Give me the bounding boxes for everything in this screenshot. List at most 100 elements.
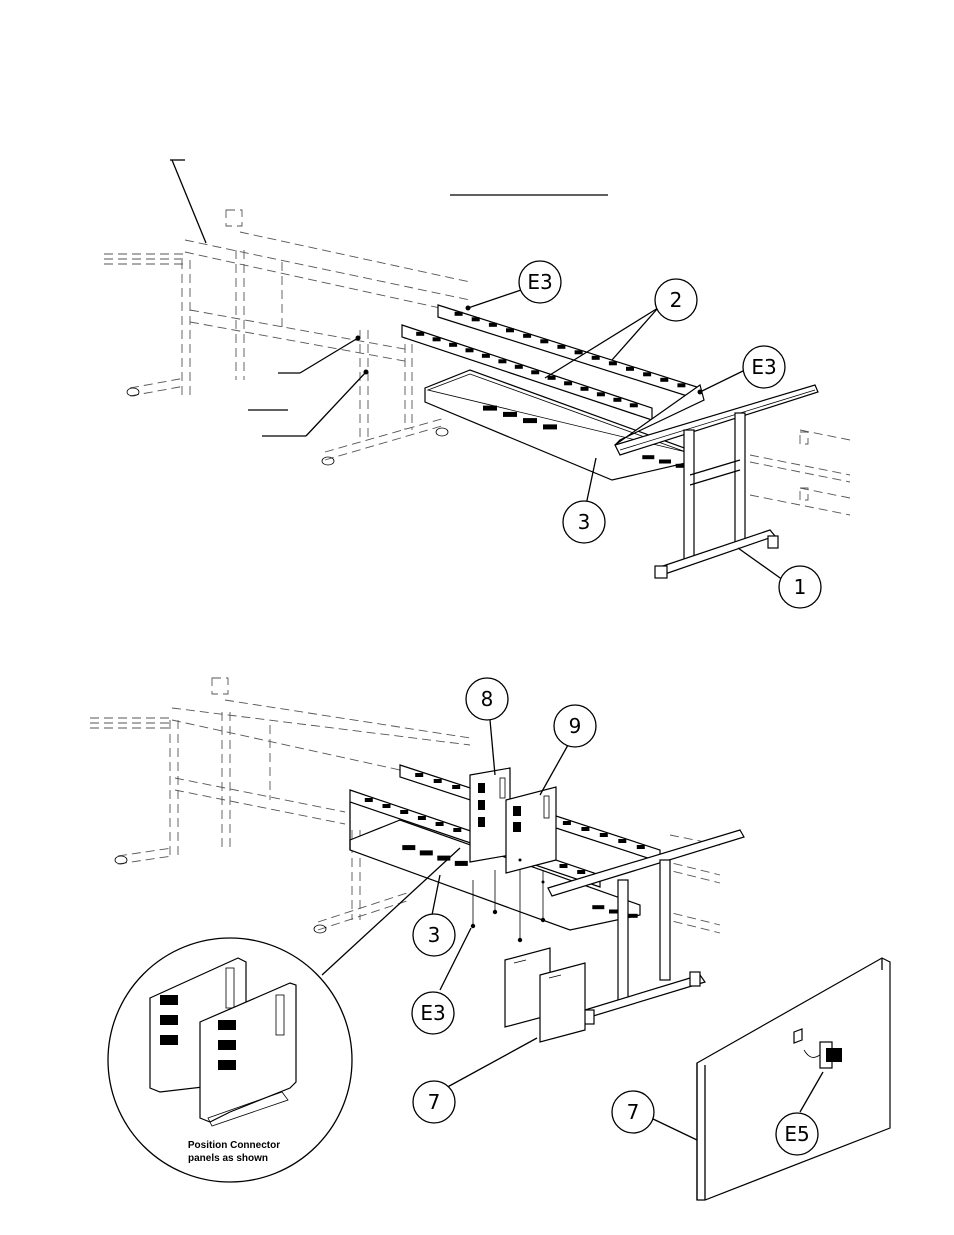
tray-slot (523, 418, 537, 424)
rail-slot (417, 816, 426, 820)
rail-slot (449, 342, 458, 347)
rail-slot (523, 333, 532, 338)
callout-2-top: 2 (654, 278, 698, 322)
detail-circle: Position Connector panels as shown (107, 937, 353, 1183)
callout-3-top: 3 (562, 500, 606, 544)
bottom-callout-leaders (321, 719, 824, 1141)
rail-slot (577, 870, 586, 874)
callout-e3-top-left: E3 (518, 260, 562, 304)
rail-slot (498, 359, 507, 364)
detail-note-line1: Position Connector (188, 1140, 280, 1151)
callout-e3-bottom: E3 (411, 991, 455, 1035)
callout-label: 7 (428, 1090, 441, 1114)
tray-slot (625, 913, 638, 918)
top-callout-leaders (465, 289, 784, 581)
callout-7-right: 7 (611, 1090, 655, 1134)
callout-label: E3 (420, 1001, 445, 1025)
tray-slot (543, 424, 557, 430)
screws-e3 (470, 858, 546, 943)
rail-slot (514, 364, 523, 369)
connector-panel-9 (505, 786, 557, 874)
callout-e5: E5 (775, 1112, 819, 1156)
rail-slot (416, 331, 425, 336)
callout-label: 7 (627, 1100, 640, 1124)
callout-e3-top-right: E3 (742, 345, 786, 389)
tray-slot (642, 455, 655, 460)
tray-slot (503, 411, 517, 417)
rail-slot (564, 381, 573, 386)
tray-slot (402, 845, 416, 851)
callout-8: 8 (465, 677, 509, 721)
top-leader-lines (170, 159, 608, 437)
rail-slot (481, 353, 490, 358)
rail-slot (382, 804, 391, 808)
large-end-panel (696, 957, 891, 1201)
rail-slot (506, 328, 514, 333)
rail-slot (453, 828, 462, 832)
callout-label: 2 (670, 288, 683, 312)
rail-slot (562, 821, 571, 825)
rail-slot (364, 798, 373, 802)
callout-label: 3 (428, 923, 441, 947)
rail-slot (540, 339, 549, 344)
rail-slot (581, 827, 590, 831)
callout-9: 9 (553, 704, 597, 748)
callout-label: 8 (481, 687, 494, 711)
connector-panel-8 (469, 767, 511, 863)
bottom-assembly-view: Position Connector panels as shown 8 9 3 (90, 677, 891, 1201)
rail-slot (557, 344, 566, 349)
tray-slot (437, 855, 451, 861)
callout-label: E3 (527, 270, 552, 294)
callout-3-bottom: 3 (412, 913, 456, 957)
tray-slot (483, 405, 497, 411)
modesty-panels-7 (504, 947, 586, 1043)
rail-slot (400, 810, 409, 814)
rail-slot (435, 822, 444, 826)
rail-slot (488, 322, 497, 327)
callout-label: 9 (569, 714, 582, 738)
rail-slot (531, 370, 540, 375)
existing-desk-ghost (104, 209, 851, 516)
rail-slot (580, 386, 589, 391)
rail-slot (433, 779, 442, 783)
tray-slot (454, 860, 468, 866)
callout-label: E3 (751, 355, 776, 379)
top-assembly-view: E3 2 E3 3 1 (104, 159, 851, 609)
rail-slot (559, 864, 568, 868)
rail-slot (608, 361, 617, 366)
callout-label: E5 (784, 1122, 809, 1146)
rail-slot (660, 377, 669, 382)
rail-slot (636, 845, 645, 849)
rail-slot (599, 833, 608, 837)
tray-slot (419, 850, 433, 856)
rail-slot (454, 311, 463, 316)
rail-slot (574, 350, 583, 355)
tray-slot (675, 463, 688, 468)
callout-label: 1 (794, 575, 807, 599)
callout-label: 3 (578, 510, 591, 534)
rail-slot (596, 392, 605, 397)
callout-1-top: 1 (778, 565, 822, 609)
rail-slot (432, 337, 441, 342)
rail-slot (452, 785, 461, 789)
rail-slot (465, 348, 474, 353)
detail-note-line2: panels as shown (188, 1153, 268, 1164)
rail-slot (677, 383, 686, 388)
rail-slot (547, 375, 556, 380)
rail-slot (643, 372, 652, 377)
rail-slot (629, 403, 638, 408)
rail-slot (591, 355, 600, 360)
rail-slot (626, 366, 634, 371)
rail-slot (613, 397, 622, 402)
tray-slot (659, 459, 671, 464)
rail-slot (415, 773, 424, 777)
callout-7-left: 7 (412, 1080, 456, 1124)
rail-slot (471, 317, 480, 322)
tray-slot (609, 909, 621, 914)
tray-slot (592, 905, 605, 910)
top-rail-upper (401, 304, 701, 421)
rail-slot (618, 839, 627, 843)
top-new-frame (614, 384, 819, 579)
existing-desk-ghost-bottom (90, 677, 721, 934)
